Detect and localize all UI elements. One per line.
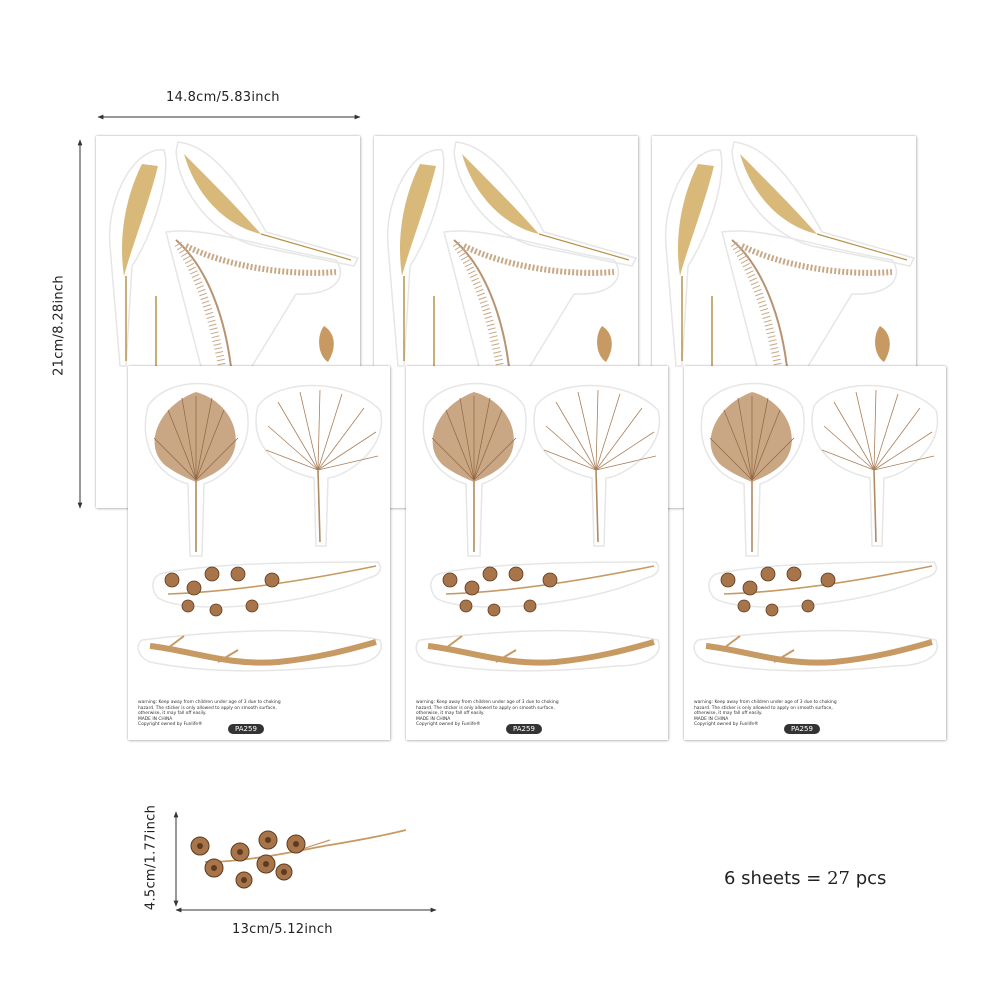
- warning-text: warning: Keep away from children under a…: [416, 700, 559, 727]
- front-sheet: warning: Keep away from children under a…: [406, 366, 668, 740]
- wheat-sticker-art: [664, 141, 916, 387]
- summary-prefix: 6 sheets =: [724, 868, 828, 889]
- front-sheet: warning: Keep away from children under a…: [684, 366, 946, 740]
- product-code-badge: PA259: [784, 724, 820, 734]
- sheet-count-summary: 6 sheets = 27 pcs: [724, 868, 886, 889]
- product-code-badge: PA259: [228, 724, 264, 734]
- sheet-width-label: 14.8cm/5.83inch: [166, 90, 280, 105]
- summary-suffix: pcs: [849, 868, 887, 889]
- front-sheet: warning: Keep away from children under a…: [128, 366, 390, 740]
- palm-sticker-art: [693, 382, 939, 672]
- product-code-badge: PA259: [506, 724, 542, 734]
- wheat-sticker-art: [108, 141, 360, 387]
- detail-width-label: 13cm/5.12inch: [232, 922, 333, 937]
- warning-text: warning: Keep away from children under a…: [138, 700, 281, 727]
- summary-count: 27: [827, 868, 850, 889]
- palm-sticker-art: [137, 382, 383, 672]
- warning-text: warning: Keep away from children under a…: [694, 700, 837, 727]
- palm-sticker-art: [415, 382, 661, 672]
- wheat-sticker-art: [386, 141, 638, 387]
